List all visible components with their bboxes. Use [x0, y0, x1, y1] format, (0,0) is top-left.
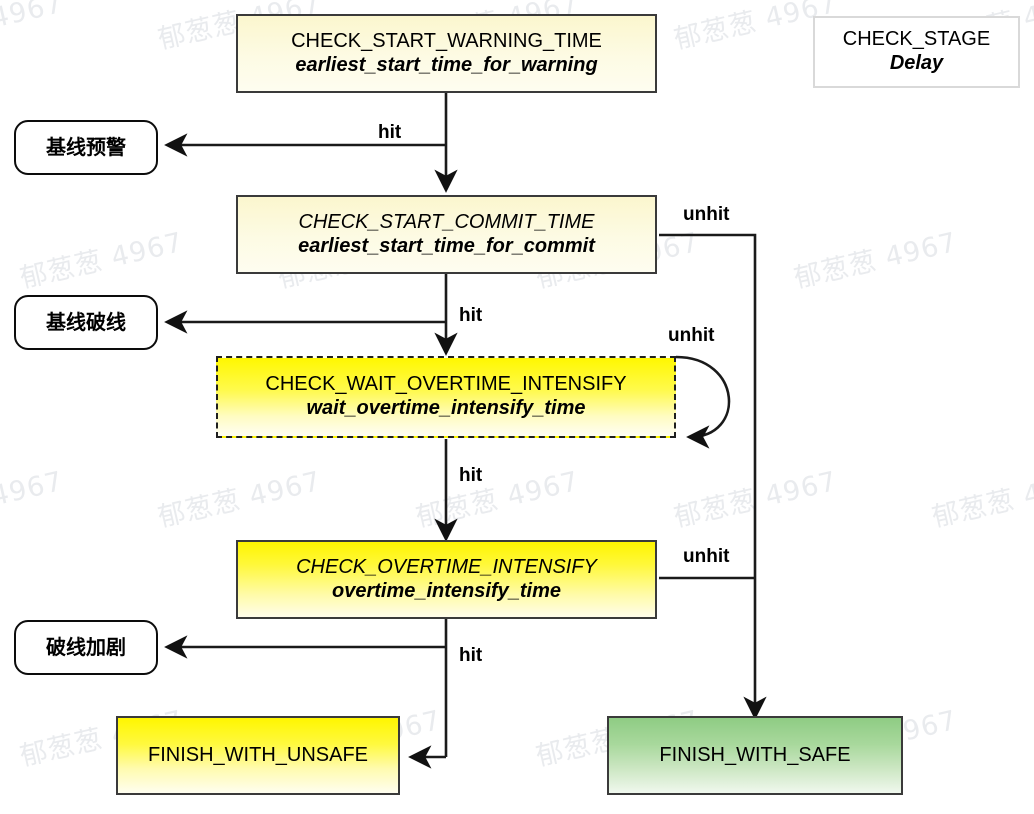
node-check-start-warning-time[interactable]: CHECK_START_WARNING_TIME earliest_start_… [236, 14, 657, 93]
edge-wait-self-unhit [675, 355, 731, 449]
watermark-text: 郁葱葱 4967 [17, 226, 187, 295]
legend-line1: CHECK_STAGE [842, 28, 991, 51]
edge-label-unhit-overtime: unhit [683, 546, 730, 567]
edge-label-hit-wait: hit [459, 465, 483, 486]
watermark-text: 郁葱葱 4967 [791, 226, 961, 295]
node-subtitle: overtime_intensify_time [332, 579, 561, 602]
node-title: FINISH_WITH_SAFE [659, 743, 851, 766]
watermark-text: 郁葱葱 4967 [155, 465, 325, 534]
edge-label-hit-warning: hit [378, 122, 402, 143]
terminal-baseline-warning[interactable]: 基线预警 [14, 120, 158, 175]
node-check-wait-overtime-intensify[interactable]: CHECK_WAIT_OVERTIME_INTENSIFY wait_overt… [216, 356, 676, 438]
node-title: CHECK_START_COMMIT_TIME [298, 210, 595, 233]
terminal-baseline-break[interactable]: 基线破线 [14, 295, 158, 350]
node-finish-with-unsafe[interactable]: FINISH_WITH_UNSAFE [116, 716, 400, 795]
edge-commit-unhit-to-safe [659, 233, 767, 720]
node-title: CHECK_OVERTIME_INTENSIFY [296, 555, 597, 578]
node-check-overtime-intensify[interactable]: CHECK_OVERTIME_INTENSIFY overtime_intens… [236, 540, 657, 619]
watermark-text: 郁葱葱 4967 [0, 465, 67, 534]
node-check-start-commit-time[interactable]: CHECK_START_COMMIT_TIME earliest_start_t… [236, 195, 657, 274]
check-stage-legend: CHECK_STAGE Delay [813, 16, 1020, 88]
terminal-label: 基线破线 [46, 309, 126, 334]
edge-label-hit-commit: hit [459, 305, 483, 326]
edge-label-hit-overtime: hit [459, 645, 483, 666]
edge-label-unhit-wait-self: unhit [668, 325, 715, 346]
watermark-text: 郁葱葱 4967 [671, 465, 841, 534]
node-title: CHECK_START_WARNING_TIME [291, 29, 602, 52]
watermark-text: 郁葱葱 4967 [929, 465, 1034, 534]
node-title: FINISH_WITH_UNSAFE [147, 743, 369, 766]
node-finish-with-safe[interactable]: FINISH_WITH_SAFE [607, 716, 903, 795]
edge-label-unhit-commit: unhit [683, 204, 730, 225]
terminal-label: 破线加剧 [46, 634, 126, 659]
watermark-text: 郁葱葱 4967 [0, 0, 67, 56]
terminal-label: 基线预警 [46, 134, 126, 159]
watermark-text: 郁葱葱 4967 [413, 465, 583, 534]
node-subtitle: earliest_start_time_for_commit [298, 234, 595, 257]
node-subtitle: earliest_start_time_for_warning [295, 53, 598, 76]
terminal-break-intensify[interactable]: 破线加剧 [14, 620, 158, 675]
node-title: CHECK_WAIT_OVERTIME_INTENSIFY [265, 373, 627, 396]
node-subtitle: wait_overtime_intensify_time [306, 397, 586, 419]
legend-line2: Delay [889, 52, 944, 74]
